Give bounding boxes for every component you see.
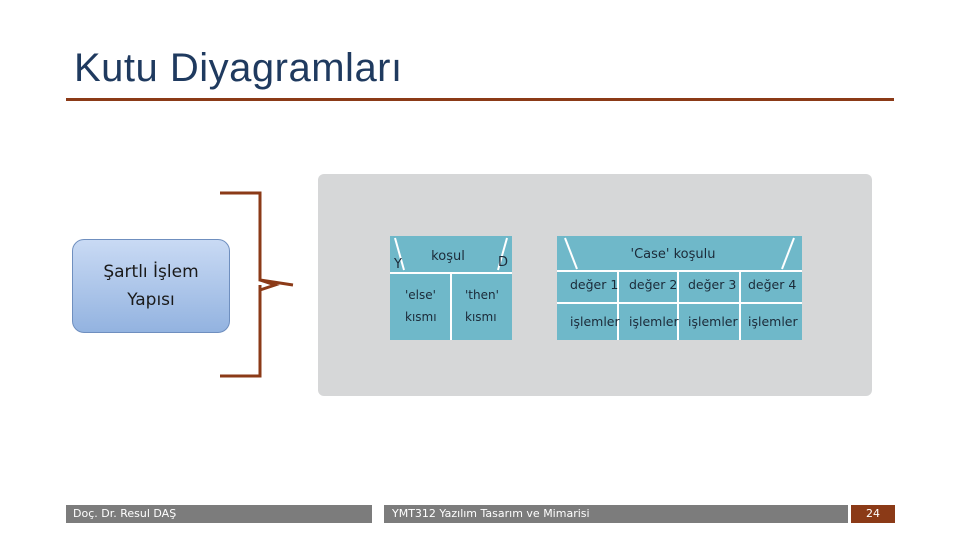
concept-box: Şartlı İşlem Yapısı — [72, 239, 230, 333]
case-diagram: 'Case' koşulu değer 1 değer 2 değer 3 de… — [557, 236, 802, 340]
slide-title: Kutu Diyagramları — [74, 46, 403, 90]
if-no-label: Y — [393, 257, 402, 272]
title-underline — [66, 98, 894, 101]
if-yes-label: D — [498, 255, 508, 270]
concept-line-2: Yapısı — [127, 290, 175, 310]
if-condition: koşul — [431, 249, 465, 264]
case-value-2: değer 2 — [629, 277, 677, 292]
bracket-connector — [220, 191, 294, 378]
case-value-3: değer 3 — [688, 277, 736, 292]
if-then-else-diagram: Y koşul D 'else' kısmı 'then' kısmı — [390, 236, 512, 340]
case-value-1: değer 1 — [570, 277, 618, 292]
footer-course: YMT312 Yazılım Tasarım ve Mimarisi — [384, 505, 848, 523]
case-action-2: işlemler — [629, 314, 679, 329]
page-number: 24 — [851, 505, 895, 523]
else-label-1: 'else' — [405, 288, 436, 302]
concept-line-1: Şartlı İşlem — [103, 262, 199, 282]
case-block-background — [557, 236, 802, 340]
case-action-4: işlemler — [748, 314, 798, 329]
case-action-1: işlemler — [570, 314, 620, 329]
case-condition: 'Case' koşulu — [631, 247, 716, 262]
footer-author: Doç. Dr. Resul DAŞ — [66, 505, 372, 523]
case-value-4: değer 4 — [748, 277, 796, 292]
else-label-2: kısmı — [405, 310, 437, 324]
then-label-2: kısmı — [465, 310, 497, 324]
then-label-1: 'then' — [465, 288, 499, 302]
case-action-3: işlemler — [688, 314, 738, 329]
